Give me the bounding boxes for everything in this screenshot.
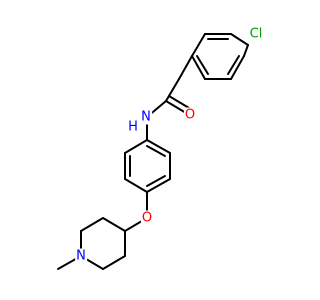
bond [230, 33, 249, 46]
bond [191, 33, 206, 57]
bond [124, 178, 148, 193]
bond [165, 78, 180, 102]
bond [191, 55, 206, 80]
bond [227, 55, 240, 75]
molecule-structure [57, 33, 249, 270]
bond [165, 100, 187, 114]
piperidine-nitrogen-label: N [75, 248, 87, 264]
amide-nitrogen-label: N [140, 109, 152, 125]
bond [178, 55, 193, 80]
amide-oxygen-label: O [183, 107, 197, 123]
bond [102, 217, 126, 232]
chlorine-atom-label: Cl [248, 26, 264, 42]
bond [146, 139, 171, 154]
amide-hydrogen-label: H [128, 119, 138, 135]
bond [102, 255, 126, 270]
bond-layer [57, 33, 249, 270]
bond [80, 217, 104, 232]
bond [230, 55, 245, 80]
molecule-canvas: Cl O N H O N [57, 26, 264, 270]
bond [146, 178, 171, 193]
bond [196, 55, 209, 75]
bond [146, 175, 166, 187]
ether-oxygen-label: O [140, 210, 154, 226]
bond [243, 44, 249, 57]
bond [168, 95, 190, 109]
bond [146, 145, 166, 157]
bond [124, 139, 148, 154]
